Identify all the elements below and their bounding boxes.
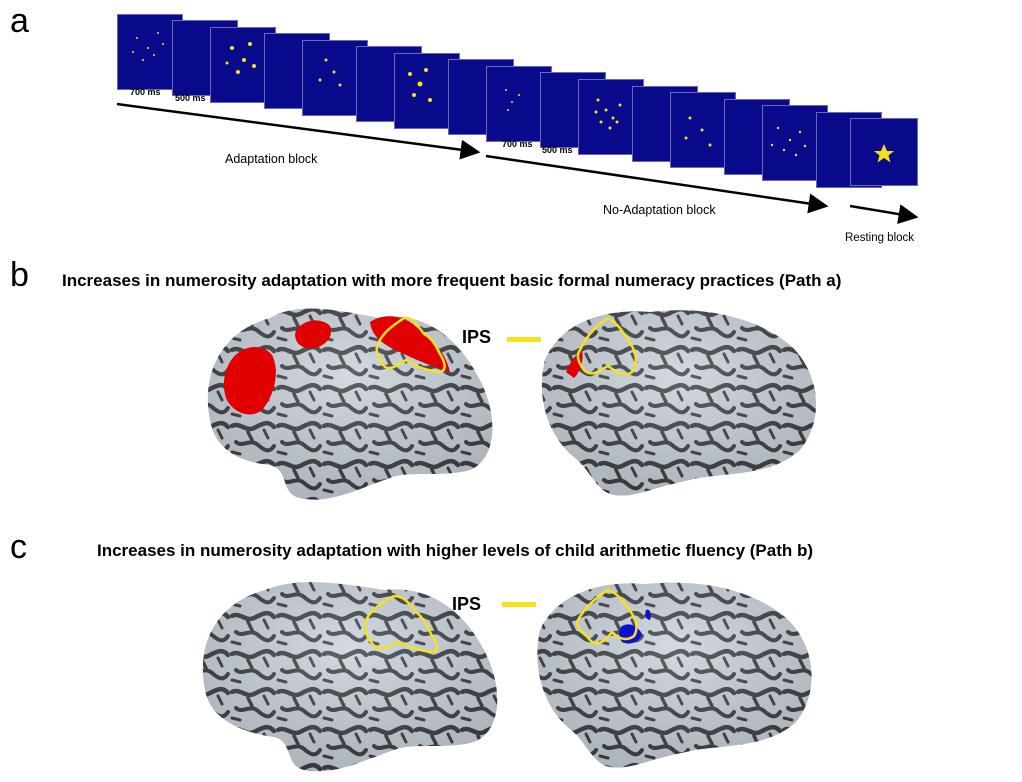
panel-c-title: Increases in numerosity adaptation with …	[97, 541, 814, 560]
ips-legend-swatch	[502, 602, 536, 607]
timing-label-700: 700 ms	[130, 87, 161, 97]
ips-legend-label: IPS	[462, 327, 492, 347]
panel-c-letter: c	[10, 528, 27, 566]
ips-legend-label: IPS	[452, 594, 482, 614]
resting-block-label: Resting block	[845, 232, 915, 244]
no-adaptation-arrow	[485, 154, 829, 214]
panel-b-letter: b	[10, 256, 29, 294]
no-adaptation-block-label: No-Adaptation block	[603, 203, 716, 217]
resting-frame	[850, 118, 918, 186]
red-clusters	[223, 316, 450, 415]
right-hemisphere-b	[541, 310, 817, 496]
numerosity-dots	[132, 32, 807, 157]
panel-a-letter: a	[10, 2, 29, 40]
timing-label-500: 500 ms	[175, 93, 206, 103]
ips-outline	[375, 316, 446, 374]
left-hemisphere-b	[207, 308, 493, 500]
resting-arrow	[849, 204, 919, 224]
right-hemisphere-c	[537, 582, 812, 768]
panel-b-title: Increases in numerosity adaptation with …	[62, 271, 842, 290]
ips-outline	[363, 594, 439, 654]
star-icon	[874, 144, 894, 163]
timing-label-500: 500 ms	[542, 145, 573, 155]
ips-outline	[575, 588, 638, 645]
timing-label-700: 700 ms	[502, 139, 533, 149]
adaptation-arrow	[116, 102, 481, 160]
ips-outline	[576, 316, 638, 376]
ips-legend-swatch	[507, 337, 541, 342]
left-hemisphere-c	[202, 582, 498, 772]
adaptation-block-label: Adaptation block	[225, 152, 318, 166]
